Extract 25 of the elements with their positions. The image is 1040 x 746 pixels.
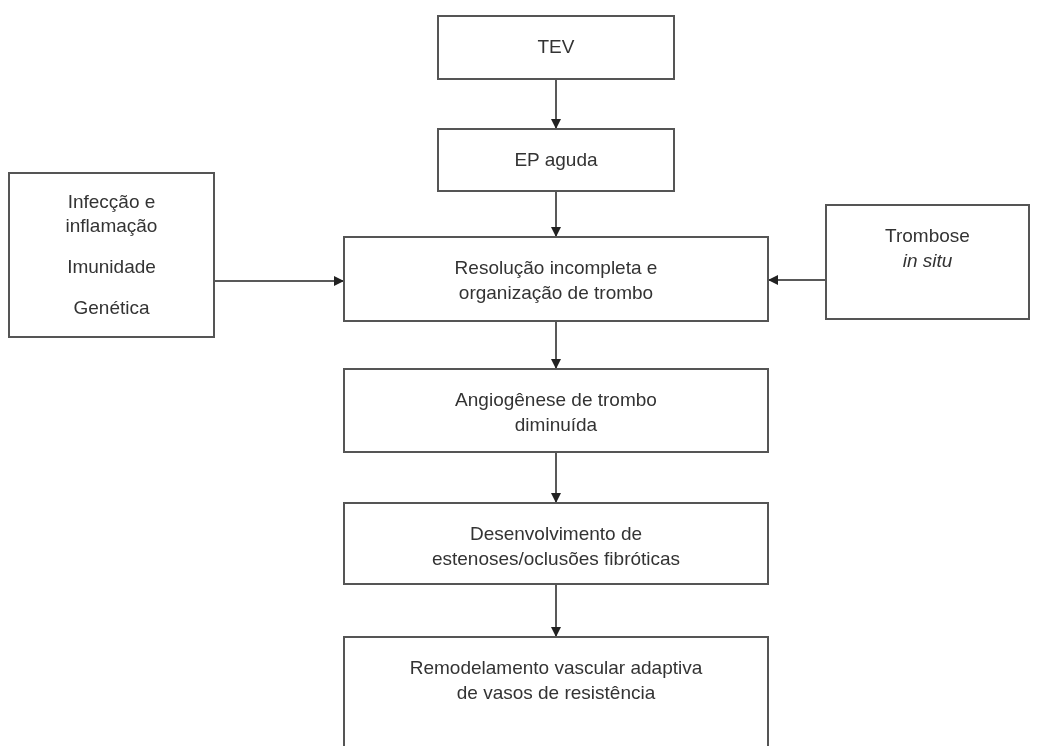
process-box: [343, 636, 769, 746]
box-label: Imunidade: [67, 255, 156, 279]
arrow: [214, 276, 344, 286]
box-label: EP aguda: [514, 148, 598, 172]
box-label: Trombose in situ: [884, 224, 971, 273]
process-box: [343, 236, 769, 322]
box-label: Infecção e inflamação: [64, 189, 159, 239]
process-box: [8, 172, 215, 338]
process-box: [825, 204, 1030, 320]
box-label: Angiogênese de trombo diminuída: [454, 388, 658, 437]
process-box: [343, 502, 769, 585]
arrow: [551, 79, 561, 129]
box-label: Desenvolvimento de estenoses/oclusões fibróticas: [430, 522, 682, 571]
arrow: [551, 452, 561, 503]
arrow: [551, 584, 561, 637]
arrow: [551, 321, 561, 369]
process-box: [343, 368, 769, 453]
box-label: Remodelamento vascular adaptiva de vasos de resistência: [408, 656, 704, 705]
process-box: [437, 128, 675, 192]
process-box: [437, 15, 675, 80]
arrow: [551, 191, 561, 237]
box-label: Genética: [73, 295, 150, 320]
box-label: TEV: [537, 35, 575, 59]
arrow: [768, 275, 826, 285]
box-label: Resolução incompleta e organização de trombo: [453, 256, 659, 305]
